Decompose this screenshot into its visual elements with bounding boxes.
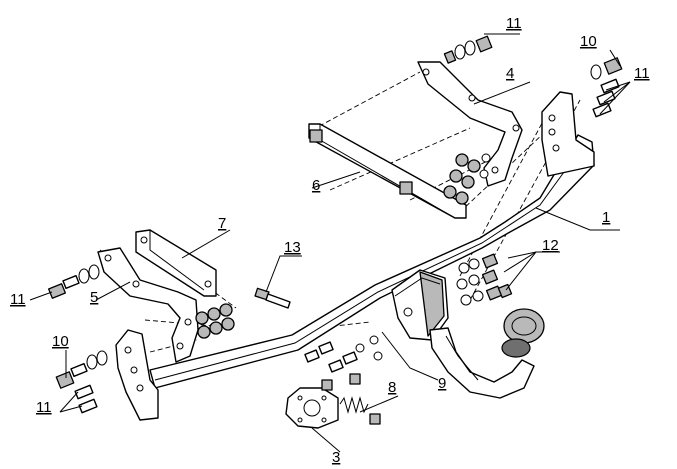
right-end-plate <box>541 91 595 177</box>
left-end-plate <box>115 329 159 421</box>
tow-ball <box>501 308 545 358</box>
bracket-left <box>97 247 199 363</box>
socket-plate <box>285 387 339 429</box>
callout-5: 5 <box>90 289 98 306</box>
callout-labels: 1 3 4 5 6 7 8 9 10 10 11 11 11 11 12 13 <box>10 15 650 466</box>
fastener-stack-left-10 <box>55 350 108 414</box>
fastener-stack-top-right <box>443 35 493 64</box>
callout-12: 12 <box>542 237 559 254</box>
long-bolt <box>254 287 291 309</box>
fastener-stack-left-middle <box>195 303 235 339</box>
fastener-stack-center <box>443 153 491 205</box>
crossbar-right-nut-a <box>309 129 323 143</box>
socket-spring <box>339 396 381 425</box>
callout-3: 3 <box>332 449 340 466</box>
callout-1: 1 <box>602 209 610 226</box>
fastener-stack-left-11 <box>47 264 100 299</box>
callout-4: 4 <box>506 65 514 82</box>
callout-10-bottom: 10 <box>52 333 69 350</box>
callout-7: 7 <box>218 215 226 232</box>
fastener-stack-bottom-middle <box>304 335 383 391</box>
ball-mount-housing <box>391 269 449 341</box>
crossbar-right <box>308 123 467 219</box>
callout-11-right: 11 <box>634 65 650 82</box>
callout-6: 6 <box>312 177 320 194</box>
callout-13: 13 <box>284 239 301 256</box>
callout-8: 8 <box>388 379 396 396</box>
leader-lines <box>29 33 631 453</box>
callout-11-left: 11 <box>10 291 26 308</box>
bracket-right <box>417 61 523 187</box>
crossbar-right-nut-b <box>399 181 413 195</box>
fastener-stack-right-12 <box>456 253 513 306</box>
tow-ball-neck <box>429 327 535 399</box>
callout-10-top: 10 <box>580 33 597 50</box>
callout-9: 9 <box>438 375 446 392</box>
callout-11-top: 11 <box>506 15 522 32</box>
crossbar-left <box>135 229 217 297</box>
callout-11-bottom: 11 <box>36 399 52 416</box>
